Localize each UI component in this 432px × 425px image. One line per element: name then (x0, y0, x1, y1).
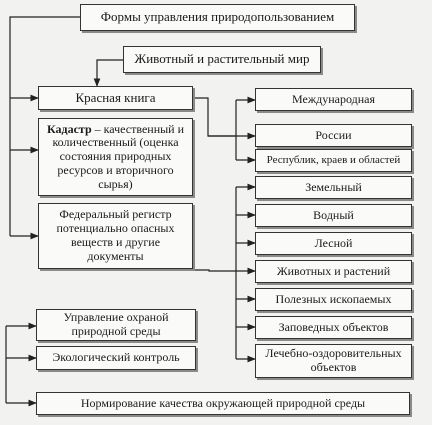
protection-management-text: Управление охраной природной среды (63, 310, 169, 338)
type-health-text: Лечебно-оздоровительных объектов (265, 346, 402, 374)
red-book-text: Красная книга (75, 89, 156, 105)
connector-subtitle-redbook (93, 59, 123, 87)
level-international-text: Международная (291, 91, 375, 106)
level-regions-box: Республик, краев и областей (255, 149, 412, 172)
norming-box: Нормирование качества окружающей природн… (36, 392, 410, 415)
cadastre-text: Кадастр – качественный и количественный … (42, 121, 189, 192)
cadastre-box: Кадастр – качественный и количественный … (38, 118, 193, 196)
federal-register-text: Федеральный регистр потенциально опасных… (56, 207, 175, 263)
type-fauna-flora-box: Животных и растений (255, 260, 412, 283)
type-reserves-text: Заповедных объектов (278, 319, 389, 334)
level-russia-box: России (255, 124, 412, 147)
type-water-text: Водный (313, 207, 354, 222)
title-box: Формы управления природопользованием (80, 4, 355, 31)
red-book-box: Красная книга (38, 86, 193, 110)
subtitle-box: Животный и растительный мир (123, 46, 321, 73)
connector-redbook-bracket (193, 97, 237, 160)
type-land-box: Земельный (255, 176, 412, 199)
protection-management-box: Управление охраной природной среды (36, 309, 196, 341)
level-international-box: Международная (255, 88, 412, 111)
level-regions-text: Республик, краев и областей (266, 154, 401, 167)
subtitle-text: Животный и растительный мир (134, 51, 310, 67)
type-forest-text: Лесной (314, 235, 353, 250)
type-forest-box: Лесной (255, 232, 412, 255)
cadastre-description: – качественный и количественный (оценка … (52, 121, 185, 191)
type-reserves-box: Заповедных объектов (255, 316, 412, 339)
type-health-box: Лечебно-оздоровительных объектов (255, 344, 412, 378)
type-minerals-box: Полезных ископаемых (255, 288, 412, 311)
federal-register-box: Федеральный регистр потенциально опасных… (38, 203, 193, 269)
connector-title-trunk (9, 16, 80, 236)
title-text: Формы управления природопользованием (100, 9, 335, 25)
type-fauna-flora-text: Животных и растений (276, 263, 391, 278)
connector-cadastre-bracket (193, 269, 236, 272)
cadastre-term: Кадастр (46, 121, 92, 136)
type-water-box: Водный (255, 204, 412, 227)
ecological-control-box: Экологический контроль (36, 346, 196, 370)
type-minerals-text: Полезных ископаемых (275, 291, 392, 306)
norming-text: Нормирование качества окружающей природн… (80, 395, 366, 410)
ecological-control-text: Экологический контроль (52, 350, 180, 365)
level-russia-text: России (315, 127, 352, 142)
type-land-text: Земельный (305, 179, 362, 194)
